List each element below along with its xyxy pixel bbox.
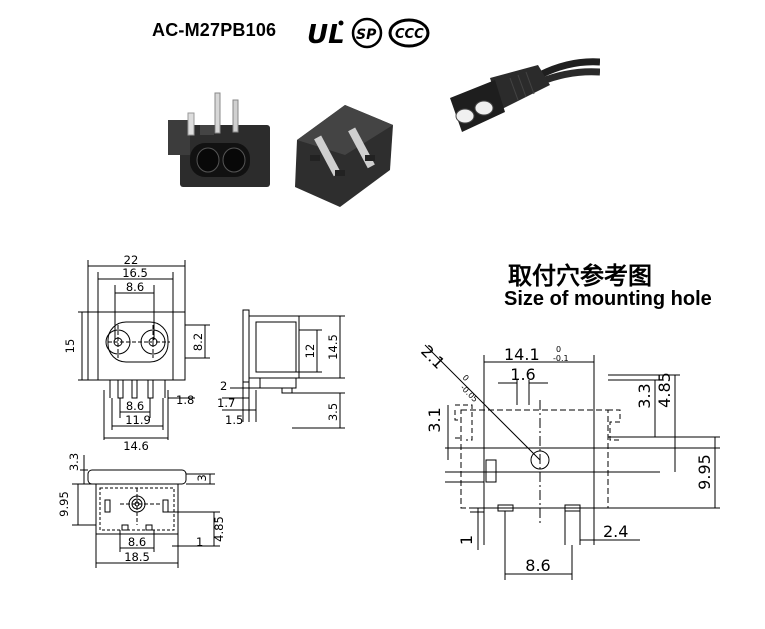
- dim-14-5: 14.5: [326, 334, 340, 360]
- hole-dia-tol-top: 0: [461, 373, 471, 383]
- dim-9-95: 9.95: [57, 491, 71, 517]
- side-view: 12 14.5 3.5 2 1.7 1.5: [217, 309, 345, 429]
- hole-dia-2-1: 2.1: [417, 341, 448, 372]
- svg-text:CCC: CCC: [395, 27, 424, 42]
- ul-recognized-mark-icon: UL: [307, 20, 345, 50]
- hole-width-tol-bot: -0.1: [553, 354, 569, 363]
- hole-width-14-1: 14.1: [504, 345, 540, 364]
- hole-dim-2-4: 2.4: [603, 522, 628, 541]
- model-number: AC-M27PB106: [152, 20, 277, 40]
- dim-18-5: 18.5: [124, 550, 150, 564]
- hole-dim-3-1: 3.1: [425, 407, 444, 432]
- dim-15: 15: [63, 339, 77, 354]
- dim-2: 2: [220, 379, 227, 393]
- dim-8-6-bottom: 8.6: [128, 535, 146, 549]
- dim-22: 22: [124, 253, 139, 267]
- dim-3: 3: [195, 474, 209, 481]
- hole-dim-1-6: 1.6: [510, 365, 535, 384]
- dim-3-3: 3.3: [67, 453, 81, 471]
- dim-1-8: 1.8: [176, 393, 194, 407]
- socket-front-photo: [168, 92, 270, 187]
- dim-1: 1: [196, 535, 203, 549]
- dim-8-6-pins: 8.6: [126, 399, 144, 413]
- hole-dim-3-3: 3.3: [635, 383, 654, 408]
- svg-text:UL: UL: [307, 20, 345, 50]
- dim-1-7: 1.7: [217, 396, 235, 410]
- front-view: 22 16.5 8.6 15 8.2: [63, 253, 210, 453]
- socket-rear-photo: [295, 105, 393, 207]
- hole-dim-4-85: 4.85: [655, 372, 674, 408]
- dim-8-6: 8.6: [126, 280, 144, 294]
- hole-dim-1: 1: [457, 535, 476, 545]
- dim-3-5: 3.5: [326, 403, 340, 421]
- dim-16-5: 16.5: [122, 266, 148, 280]
- dim-1-5: 1.5: [225, 413, 243, 427]
- hole-dim-9-95: 9.95: [695, 454, 714, 490]
- dim-4-85: 4.85: [212, 516, 226, 542]
- dim-8-2: 8.2: [191, 333, 205, 351]
- hole-dim-8-6: 8.6: [525, 556, 550, 575]
- dim-11-9: 11.9: [125, 413, 151, 427]
- dim-12: 12: [303, 344, 317, 359]
- hole-dia-tol-bot: -0.05: [459, 383, 480, 404]
- plug-cord-photo: [450, 58, 600, 132]
- ccc-mark-icon: CCC: [388, 18, 430, 48]
- csa-mark-icon: SP: [351, 17, 383, 49]
- svg-text:SP: SP: [356, 27, 377, 43]
- mounting-hole-view: 14.1 0 -0.1 1.6 2.1 0 -0.05 3.3 4.85 9.9…: [417, 341, 720, 580]
- dim-14-6: 14.6: [123, 439, 149, 453]
- mounting-title-en: Size of mounting hole: [504, 288, 712, 310]
- hole-width-tol-top: 0: [556, 345, 561, 354]
- mounting-title-cn: 取付穴参考图: [508, 262, 652, 290]
- bottom-view: 3.3 9.95 3 4.85 1 8.6 18.5: [57, 453, 226, 568]
